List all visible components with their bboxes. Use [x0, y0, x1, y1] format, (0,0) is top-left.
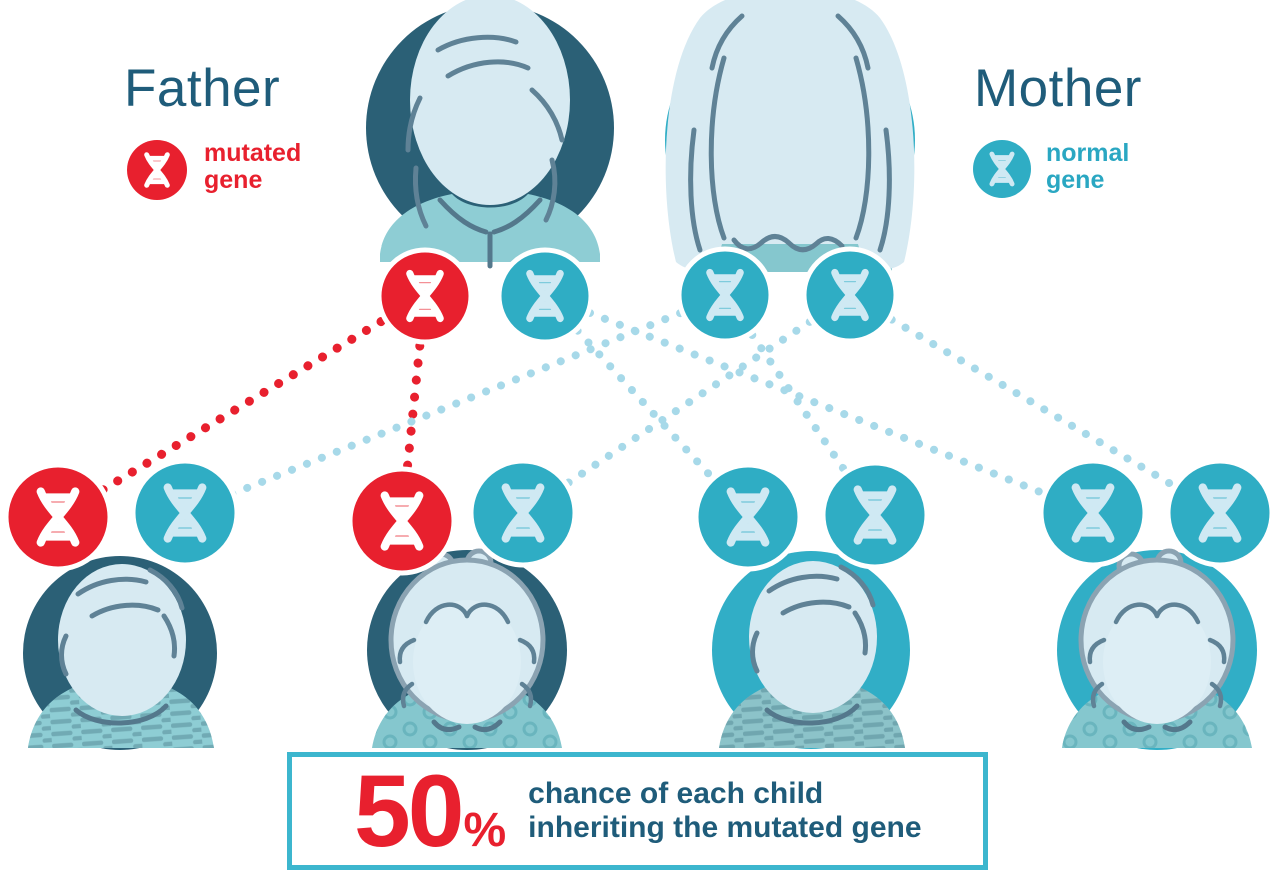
father-normal-gene-icon	[496, 247, 594, 345]
chance-description-line2: inheriting the mutated gene	[528, 811, 922, 844]
normal-gene-legend-line1: normal	[1046, 139, 1130, 167]
inheritance-chance-box: 50 % chance of each child inheriting the…	[287, 752, 988, 870]
child-3-face	[749, 561, 877, 713]
mother-hair-strokes	[688, 13, 892, 253]
line-mother-normal1-to-child1	[181, 291, 729, 517]
father-mutated-gene-icon	[376, 247, 474, 345]
father-collar	[437, 197, 543, 269]
child-4-collar	[1121, 719, 1193, 733]
child-1-face	[58, 564, 186, 716]
child-3-normal-gene-icon-1	[693, 462, 803, 572]
child-2-collar	[431, 719, 503, 733]
child-3-neck	[764, 703, 860, 726]
normal-gene-legend: normal gene	[1046, 140, 1129, 194]
child-4-normal-gene-icon-2	[1165, 458, 1275, 568]
mutated-gene-legend: mutated gene	[204, 140, 301, 194]
child-4-curls	[1087, 602, 1227, 709]
line-father-normal-to-child3	[541, 291, 752, 521]
child-1-normal-gene-icon	[130, 458, 240, 568]
child-1-hair	[59, 567, 185, 677]
mutated-gene-legend-line2: gene	[204, 166, 263, 194]
legend-normal-gene-icon	[973, 140, 1031, 198]
chance-percent-value: 50	[354, 754, 464, 868]
child-2-portrait	[367, 548, 567, 750]
child-1-mutated-gene-icon	[3, 462, 113, 572]
child-2-mutated-gene-icon	[347, 466, 457, 576]
father-hair	[405, 34, 565, 229]
child-1-portrait	[23, 556, 217, 750]
child-3-normal-gene-icon-2	[820, 460, 930, 570]
child-2-curls	[397, 602, 537, 709]
child-4-portrait	[1057, 548, 1257, 750]
line-father-mutated-to-child1	[53, 290, 430, 522]
normal-gene-legend-line2: gene	[1046, 166, 1105, 194]
child-2-face	[413, 600, 521, 724]
father-portrait	[366, 0, 614, 269]
line-mother-normal2-to-child2	[519, 291, 854, 517]
mother-title: Mother	[974, 59, 1142, 118]
child-4-face	[1103, 600, 1211, 724]
legend-mutated-gene-icon	[127, 140, 187, 200]
chance-description: chance of each child inheriting the muta…	[528, 777, 921, 845]
chance-percent-sign: %	[463, 804, 507, 857]
father-shirt	[380, 194, 600, 262]
mother-portrait	[665, 0, 915, 272]
father-face	[410, 0, 570, 205]
mother-normal-gene-icon-1	[676, 246, 774, 344]
mother-normal-gene-icon-2	[801, 246, 899, 344]
child-3-hair	[750, 564, 876, 674]
chance-description-line1: chance of each child	[528, 777, 824, 810]
chance-percent-group: 50 %	[354, 760, 506, 862]
mother-hair	[665, 0, 915, 269]
mutated-gene-legend-line1: mutated	[204, 139, 302, 167]
gene-circles	[3, 140, 1275, 576]
child-2-normal-gene-icon	[468, 458, 578, 568]
father-title: Father	[124, 59, 281, 118]
child-4-normal-gene-icon-1	[1038, 458, 1148, 568]
child-1-neck	[73, 703, 169, 726]
child-3-portrait	[712, 551, 910, 749]
line-mother-normal2-to-child4	[846, 291, 1224, 517]
